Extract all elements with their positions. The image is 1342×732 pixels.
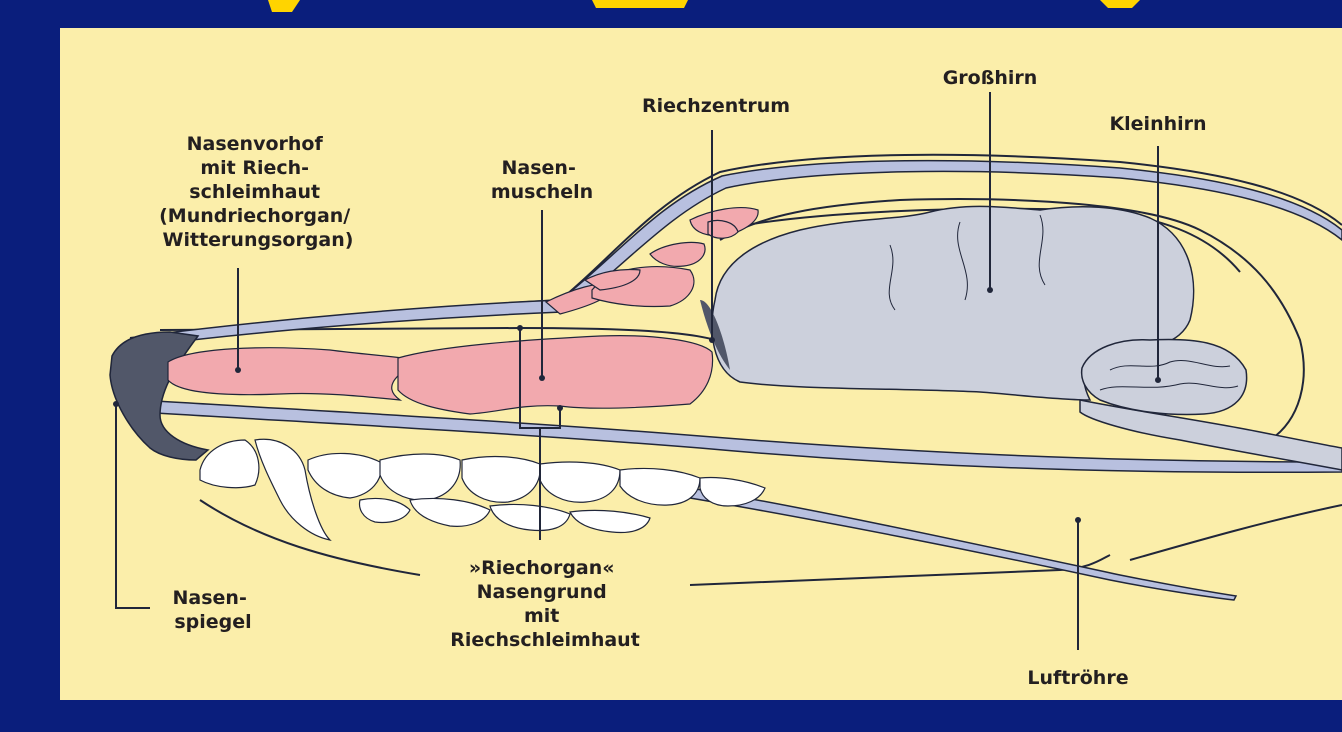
label-riechzentrum-line1: Riechzentrum xyxy=(642,95,790,117)
label-riechorgan-line4: Riechschleimhaut xyxy=(450,629,640,651)
label-nasenvorhof-line5: Witterungsorgan) xyxy=(163,229,354,251)
label-grosshirn-line1: Großhirn xyxy=(943,67,1038,89)
bottom-band xyxy=(8,700,1342,728)
label-nasenmuscheln-line1: Nasen- xyxy=(502,157,576,179)
label-nasenvorhof-line1: Nasenvorhof xyxy=(187,133,324,155)
label-nasenvorhof-line2: mit Riech- xyxy=(200,157,309,179)
label-nasenmuscheln-line2: muscheln xyxy=(491,181,593,203)
label-kleinhirn-line1: Kleinhirn xyxy=(1109,113,1206,135)
label-nasenspiegel-line1: Nasen- xyxy=(173,587,247,609)
label-riechorgan-line2: Nasengrund xyxy=(477,581,607,603)
label-kleinhirn: Kleinhirn xyxy=(1109,113,1206,135)
label-luftroehre-line1: Luftröhre xyxy=(1027,667,1128,689)
label-nasenspiegel-line2: spiegel xyxy=(174,611,251,633)
label-luftroehre: Luftröhre xyxy=(1027,667,1128,689)
label-riechzentrum: Riechzentrum xyxy=(642,95,790,117)
label-nasenvorhof-line4: (Mundriechorgan/ xyxy=(159,205,350,227)
label-riechorgan-line1: »Riechorgan« xyxy=(469,557,615,579)
label-nasenvorhof-line3: schleimhaut xyxy=(189,181,320,203)
label-riechorgan-line3: mit xyxy=(524,605,559,627)
label-grosshirn: Großhirn xyxy=(943,67,1038,89)
